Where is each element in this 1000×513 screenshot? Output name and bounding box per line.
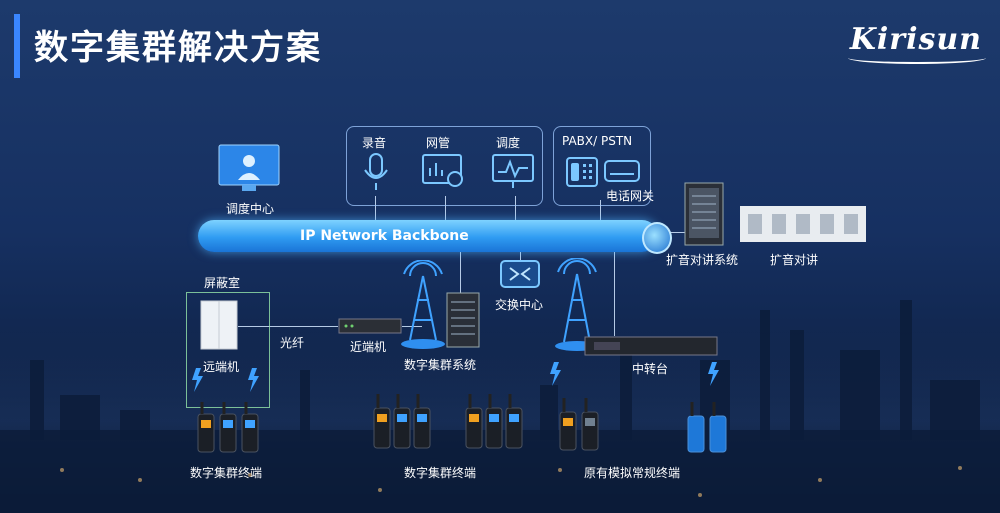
line-pabx-backbone bbox=[600, 200, 601, 222]
digital-terminal-radios-middle-a bbox=[373, 394, 431, 449]
switch-center-label: 交换中心 bbox=[495, 298, 544, 312]
terminal-middle-label: 数字集群终端 bbox=[404, 466, 477, 480]
remote-unit-icon bbox=[200, 300, 238, 350]
fiber-label: 光纤 bbox=[280, 336, 305, 350]
pa-intercom-label: 扩音对讲 bbox=[770, 253, 819, 267]
line-backbone-repeater bbox=[614, 250, 615, 336]
digital-terminal-radios-middle-b bbox=[465, 394, 523, 449]
record-label: 录音 bbox=[362, 136, 387, 150]
backbone-label: IP Network Backbone bbox=[300, 228, 469, 244]
line-backbone-trunk bbox=[460, 250, 461, 295]
signal-bolts-left bbox=[192, 368, 259, 392]
signal-bolts-right bbox=[550, 362, 719, 386]
dispatch-console-icon bbox=[492, 154, 534, 188]
network-mgmt-label: 网管 bbox=[426, 136, 451, 150]
ip-network-backbone bbox=[198, 220, 658, 252]
pabx-label: PABX/ PSTN bbox=[562, 134, 633, 148]
base-station-tower-icon bbox=[401, 260, 445, 349]
microphone-icon bbox=[364, 153, 388, 190]
title-accent-bar bbox=[14, 14, 20, 78]
line-fiber bbox=[238, 326, 338, 327]
digital-terminal-radios-left bbox=[197, 402, 259, 453]
line-dispatch-backbone bbox=[515, 196, 516, 222]
repeater-unit-icon bbox=[584, 336, 718, 356]
repeater-label: 中转台 bbox=[632, 362, 669, 376]
line-network-backbone bbox=[445, 196, 446, 222]
management-box bbox=[346, 126, 543, 206]
telephone-gateway-icon bbox=[604, 160, 640, 182]
analog-terminal-radios-a bbox=[559, 398, 599, 451]
pa-system-label: 扩音对讲系统 bbox=[666, 253, 739, 267]
line-record-backbone bbox=[375, 196, 376, 222]
analog-terminal-radios-b bbox=[687, 402, 727, 453]
remote-unit-label: 远端机 bbox=[203, 360, 240, 374]
pa-cabinet-icon bbox=[684, 182, 724, 246]
pabx-box bbox=[553, 126, 651, 206]
monitor-icon bbox=[218, 144, 280, 191]
page-title: 数字集群解决方案 bbox=[34, 28, 322, 68]
terminal-left-label: 数字集群终端 bbox=[190, 466, 263, 480]
backbone-end-cap bbox=[642, 222, 672, 254]
dispatch-label: 调度 bbox=[496, 136, 521, 150]
shield-room-box bbox=[186, 292, 270, 408]
network-management-icon bbox=[422, 154, 463, 187]
telephone-icon bbox=[566, 157, 598, 187]
terminal-analog-label: 原有模拟常规终端 bbox=[584, 466, 681, 480]
near-end-label: 近端机 bbox=[350, 340, 387, 354]
trunk-system-label: 数字集群系统 bbox=[404, 358, 477, 372]
pa-intercom-panels-icon bbox=[740, 206, 866, 242]
line-backbone-switch bbox=[520, 250, 521, 262]
switch-icon bbox=[500, 260, 540, 288]
near-end-unit-icon bbox=[338, 318, 402, 334]
telephone-gateway-label: 电话网关 bbox=[606, 189, 655, 203]
dispatch-center-label: 调度中心 bbox=[226, 202, 275, 216]
trunk-cabinet-icon bbox=[446, 292, 480, 348]
logo-swoosh bbox=[848, 52, 986, 64]
shield-room-label: 屏蔽室 bbox=[204, 276, 241, 290]
